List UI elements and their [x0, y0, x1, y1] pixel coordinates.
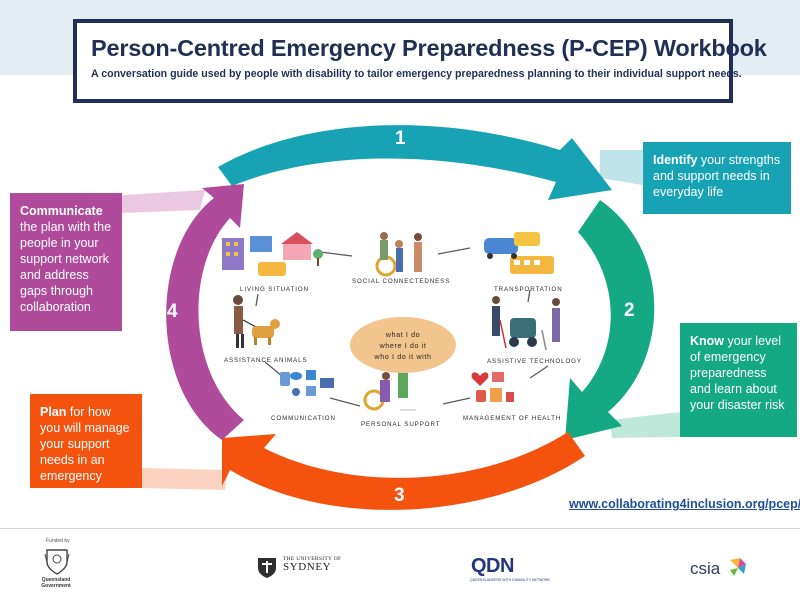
callout-know-keyword: Know: [690, 334, 725, 348]
footer-divider: [0, 528, 800, 529]
queensland-government-label: Queensland Government: [41, 577, 71, 589]
arrow-step-2: [565, 200, 655, 440]
university-of-sydney-crest-icon: [258, 558, 276, 578]
center-line-2: where I do it: [379, 340, 427, 350]
queensland-crest-icon: [44, 549, 70, 575]
step-number-2: 2: [624, 300, 635, 321]
caption-management-of-health: MANAGEMENT OF HEALTH: [463, 415, 562, 422]
caption-personal-support: PERSONAL SUPPORT: [361, 421, 441, 428]
callout-identify: Identify your strengths and support need…: [643, 142, 791, 214]
step-number-3: 3: [394, 485, 405, 506]
center-line-3: who I do it with: [374, 351, 432, 361]
callout-know: Know your level of emergency preparednes…: [680, 323, 797, 437]
csia-mark-icon: [730, 558, 746, 576]
page-title: Person-Centred Emergency Preparedness (P…: [91, 35, 767, 61]
callout-communicate: Communicate the plan with the people in …: [10, 193, 122, 331]
csia-logo: csia: [690, 559, 721, 578]
callout-identify-text: your strengths and support needs in ever…: [653, 153, 781, 199]
management-of-health-icon: [471, 372, 514, 402]
callout-plan-keyword: Plan: [40, 405, 67, 419]
arrow-step-1: [218, 125, 612, 200]
connector-know: [610, 412, 680, 438]
callout-know-text: your level of emergency preparedness and…: [690, 334, 785, 412]
social-connectedness-icon: [375, 232, 422, 277]
connector-plan: [142, 468, 228, 490]
caption-communication: COMMUNICATION: [271, 415, 336, 422]
pcep-link[interactable]: www.collaborating4inclusion.org/pcep/: [569, 497, 800, 511]
connector-identify: [600, 150, 643, 185]
caption-assistance-animals: ASSISTANCE ANIMALS: [224, 357, 308, 364]
callout-communicate-text: the plan with the people in your support…: [20, 220, 112, 314]
connector-communicate: [122, 190, 205, 213]
arrow-step-3: [222, 432, 585, 510]
qdn-subtitle: QUEENSLANDERS WITH DISABILITY NETWORK: [470, 578, 550, 582]
callout-plan: Plan for how you will manage your suppor…: [30, 394, 142, 488]
caption-assistive-technology: ASSISTIVE TECHNOLOGY: [487, 358, 582, 365]
living-situation-icon: [222, 232, 323, 276]
funded-by-label: Funded by: [46, 538, 70, 544]
caption-transportation: TRANSPORTATION: [494, 286, 563, 293]
capability-connectors: [255, 247, 549, 407]
sydney-small-label: THE UNIVERSITY OF: [283, 556, 342, 562]
step-number-4: 4: [167, 301, 178, 322]
transportation-icon: [484, 232, 554, 274]
center-oval: what I do where I do it who I do it with: [350, 317, 456, 373]
communication-icon: [280, 370, 334, 396]
page-subtitle: A conversation guide used by people with…: [91, 68, 742, 80]
callout-communicate-keyword: Communicate: [20, 204, 103, 218]
caption-social-connectedness: SOCIAL CONNECTEDNESS: [352, 278, 451, 285]
arrow-step-4: [166, 184, 244, 440]
step-number-1: 1: [395, 128, 406, 149]
callout-identify-keyword: Identify: [653, 153, 698, 167]
sydney-big-label: SYDNEY: [283, 561, 332, 573]
qdn-logo: QDN: [471, 555, 514, 577]
assistive-technology-icon: [492, 296, 560, 351]
assistance-animals-icon: [233, 295, 280, 348]
title-box: Person-Centred Emergency Preparedness (P…: [73, 19, 767, 103]
center-line-1: what I do: [385, 329, 421, 339]
caption-living-situation: LIVING SITUATION: [240, 286, 309, 293]
callout-plan-text: for how you will manage your support nee…: [40, 405, 130, 483]
university-of-sydney-logo: THE UNIVERSITY OF SYDNEY: [283, 556, 341, 573]
